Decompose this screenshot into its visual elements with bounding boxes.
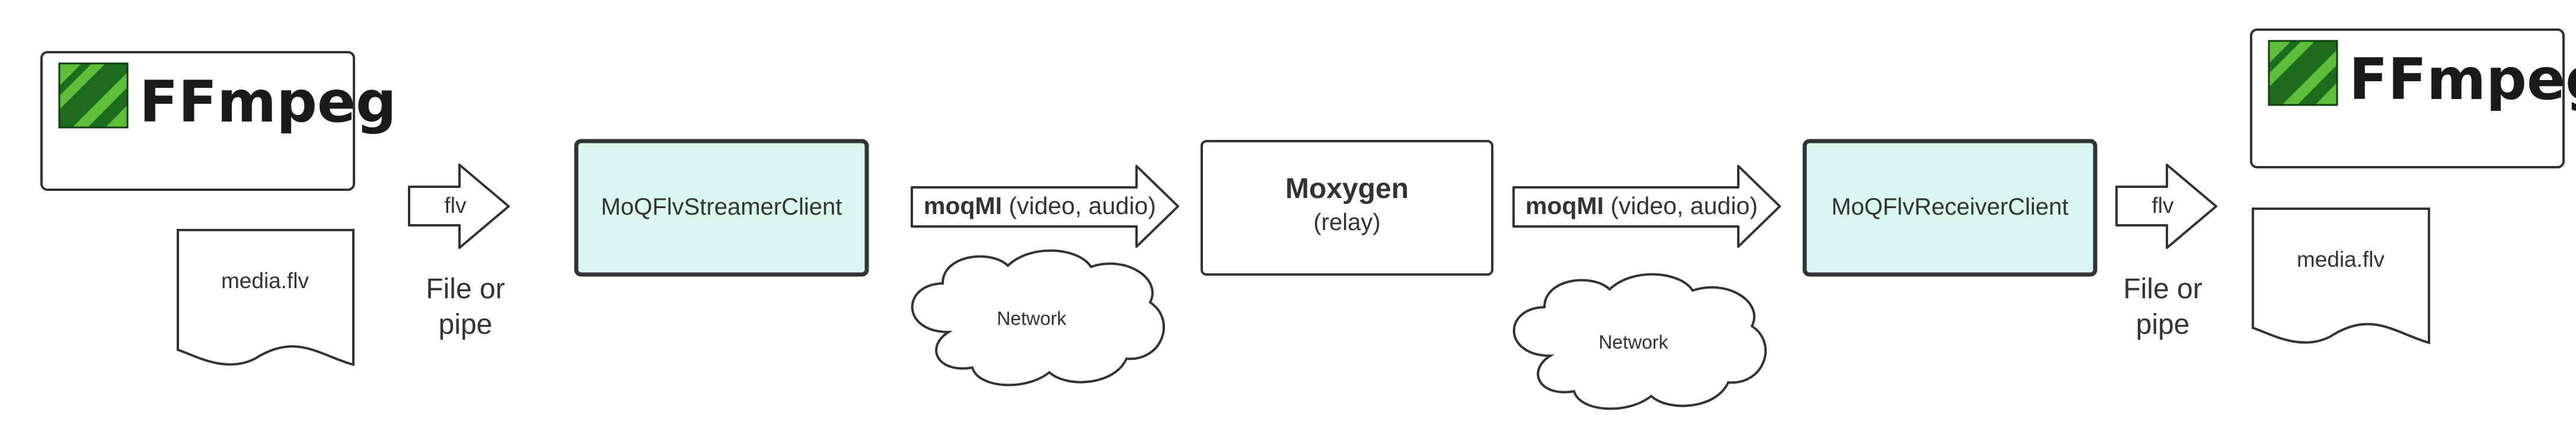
sink-file-document: media.flv xyxy=(2252,208,2430,344)
relay-subtitle: (relay) xyxy=(1313,209,1380,235)
network-cloud-1-label: Network xyxy=(997,308,1067,329)
ffmpeg-sink-box: FFmpeg xyxy=(2250,28,2576,168)
source-io-label-line1: File or xyxy=(426,273,505,305)
ffmpeg-sink-logo-text: FFmpeg xyxy=(2349,46,2576,113)
receiver-client-label: MoQFlvReceiverClient xyxy=(1831,194,2069,220)
source-file-label: media.flv xyxy=(221,269,309,293)
source-arrow-label: flv xyxy=(445,193,467,218)
relay-title: Moxygen xyxy=(1285,173,1409,205)
moqmi-arrow-2-protocol: moqMI xyxy=(1525,192,1604,219)
source-file-document: media.flv xyxy=(177,229,355,366)
moqmi-arrow-1: moqMI (video, audio) xyxy=(911,165,1179,248)
moqmi-arrow-2-tracks: (video, audio) xyxy=(1604,192,1758,219)
moqmi-arrow-2-label: moqMI (video, audio) xyxy=(1525,192,1758,219)
sink-arrow-label: flv xyxy=(2152,193,2175,218)
receiver-client-box: MoQFlvReceiverClient xyxy=(1802,139,2098,277)
ffmpeg-logo-icon xyxy=(2268,40,2338,106)
moqmi-arrow-1-protocol: moqMI xyxy=(924,192,1002,219)
network-cloud-1: Network xyxy=(911,249,1166,387)
moqmi-arrow-1-tracks: (video, audio) xyxy=(1002,192,1156,219)
ffmpeg-logo-text: FFmpeg xyxy=(139,69,397,135)
source-flv-arrow: flv xyxy=(408,164,510,249)
sink-io-label-line1: File or xyxy=(2123,273,2202,305)
network-cloud-2-label: Network xyxy=(1598,331,1668,353)
moqmi-arrow-2: moqMI (video, audio) xyxy=(1512,165,1781,248)
ffmpeg-source-box: FFmpeg xyxy=(40,51,397,191)
ffmpeg-logo-icon xyxy=(58,62,129,129)
network-cloud-2: Network xyxy=(1512,273,1767,410)
moqmi-arrow-1-label: moqMI (video, audio) xyxy=(924,192,1156,219)
sink-file-label: media.flv xyxy=(2297,247,2385,272)
sink-flv-arrow: flv xyxy=(2115,164,2217,249)
moxygen-relay-box: Moxygen (relay) xyxy=(1201,140,1493,276)
source-io-label-line2: pipe xyxy=(439,309,493,340)
sink-io-label-line2: pipe xyxy=(2136,309,2190,340)
streamer-client-box: MoQFlvStreamerClient xyxy=(574,139,869,277)
streamer-client-label: MoQFlvStreamerClient xyxy=(601,194,842,220)
